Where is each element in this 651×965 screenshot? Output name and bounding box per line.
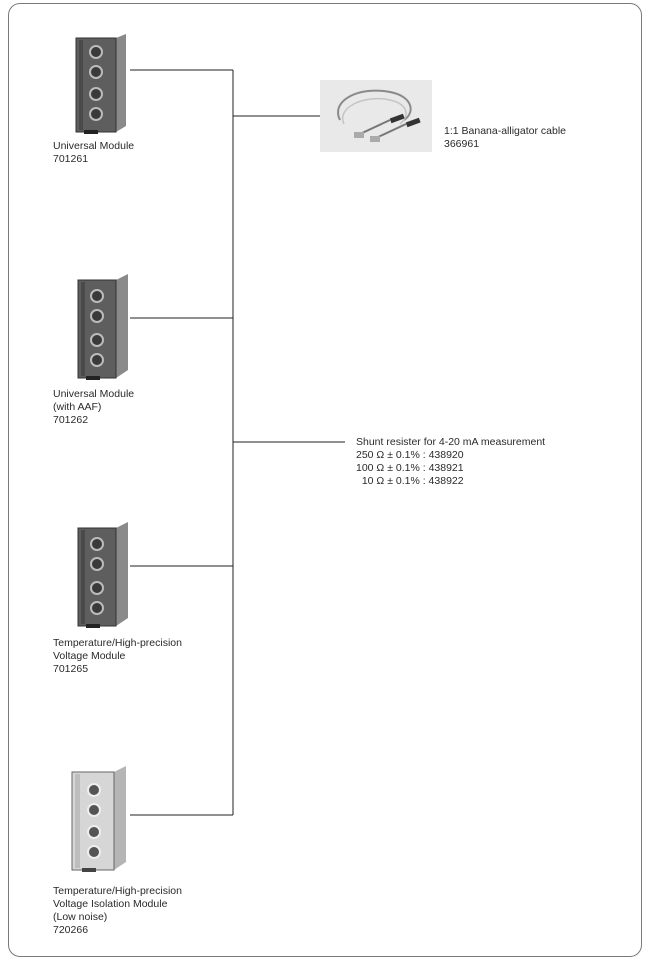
module-part: 701261 [53, 153, 89, 165]
module-caption-2: Universal Module (with AAF) 701262 [53, 388, 134, 427]
module-name: Universal Module [53, 140, 135, 152]
cable-part: 366961 [444, 138, 480, 150]
cable-caption: 1:1 Banana-alligator cable 366961 [444, 125, 566, 151]
shunt-title: Shunt resister for 4-20 mA measurement [356, 436, 546, 448]
module-caption-3: Temperature/High-precision Voltage Modul… [53, 637, 182, 676]
universal-module-image [68, 32, 130, 141]
temperature-module-image [70, 518, 132, 635]
banana-alligator-cable-image [320, 80, 432, 152]
module-part: 701265 [53, 663, 89, 675]
shunt-item-2: 100 Ω ± 0.1% : 438921 [356, 462, 464, 474]
cable-name: 1:1 Banana-alligator cable [444, 125, 567, 137]
shunt-item-1: 250 Ω ± 0.1% : 438920 [356, 449, 464, 461]
module-name: Temperature/High-precision Voltage Modul… [53, 637, 182, 662]
module-name: Universal Module (with AAF) [53, 388, 135, 413]
shunt-item-3: 10 Ω ± 0.1% : 438922 [356, 475, 464, 487]
universal-module-aaf-image [70, 270, 132, 387]
module-part: 720266 [53, 924, 89, 936]
module-caption-1: Universal Module 701261 [53, 140, 134, 166]
shunt-caption: Shunt resister for 4-20 mA measurement 2… [356, 436, 545, 488]
diagram-frame [8, 3, 642, 957]
module-caption-4: Temperature/High-precision Voltage Isola… [53, 885, 182, 937]
module-name: Temperature/High-precision Voltage Isola… [53, 885, 182, 923]
module-part: 701262 [53, 414, 89, 426]
isolation-module-image [64, 764, 130, 879]
